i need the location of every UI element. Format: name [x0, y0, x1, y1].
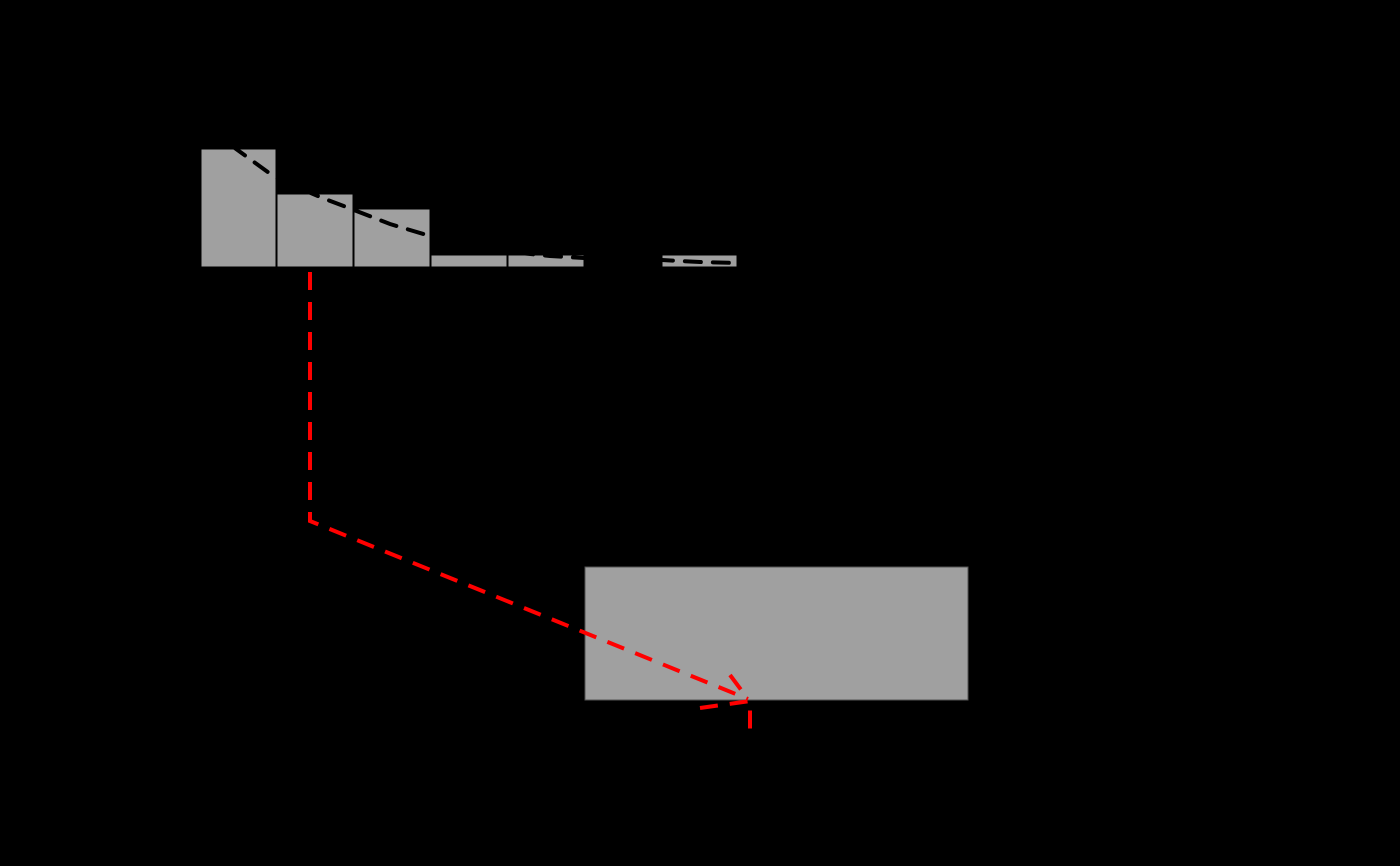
arrow-head-base — [699, 698, 752, 730]
arrow-shaft — [308, 272, 749, 701]
density-curve — [230, 144, 739, 265]
histogram-bar — [200, 148, 277, 268]
target-bar — [584, 566, 969, 701]
arrow-head — [728, 673, 750, 701]
histogram-bar — [353, 208, 431, 268]
mapping-arrow — [308, 272, 752, 730]
histogram-bar — [430, 254, 508, 268]
